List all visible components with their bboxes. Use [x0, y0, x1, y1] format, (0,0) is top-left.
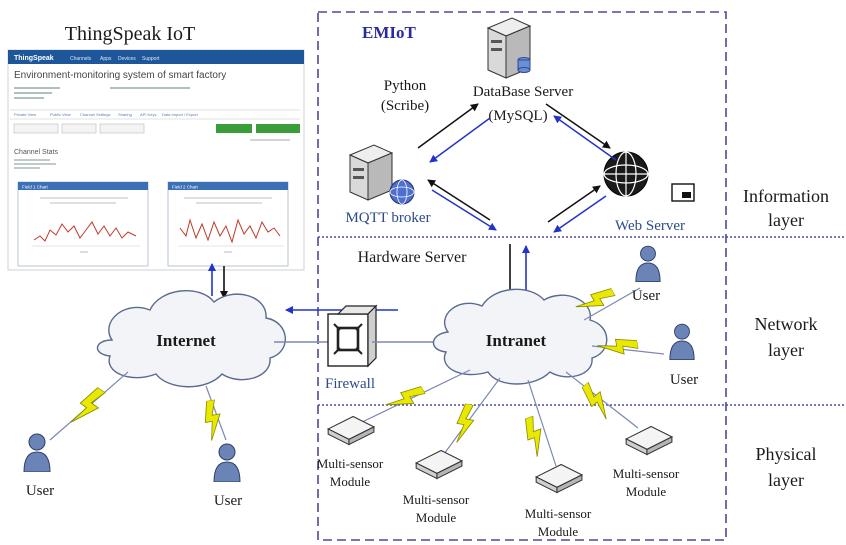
thingspeak-heading: ThingSpeak IoT: [65, 23, 196, 45]
internet-cloud: [96, 290, 286, 388]
link-intranet-user-top: [583, 287, 641, 321]
link-internet-user-bottom: [205, 385, 227, 441]
module-4-line2: Module: [626, 484, 667, 499]
user-label-bottom: User: [214, 493, 242, 509]
ts-nav-support[interactable]: Support: [142, 56, 160, 62]
web-server-label: Web Server: [615, 218, 685, 234]
ts-nav-apps[interactable]: Apps: [100, 56, 112, 62]
ts-tab-api-keys[interactable]: API Keys: [140, 112, 156, 117]
internet-label: Internet: [156, 331, 216, 350]
link-intranet-module-2: [443, 377, 501, 455]
module-1-line1: Multi-sensor: [317, 456, 384, 471]
database-server-label: DataBase Server: [473, 84, 573, 100]
mqtt-broker-label: MQTT broker: [345, 210, 430, 226]
ts-chart1-title: Field 1 Chart: [22, 185, 49, 190]
sensor-module-icon: [625, 425, 673, 456]
mqtt-broker-icon: [348, 144, 415, 205]
link-intranet-module-3: [527, 379, 557, 467]
module-2-line2: Module: [416, 510, 457, 525]
scribe-label: (Scribe): [381, 98, 429, 114]
lightning-icon: [383, 381, 428, 417]
arrow-db-to-web: [545, 103, 611, 149]
ts-field-chart-1: Field 1 Chart: [17, 181, 149, 267]
ts-tab-private[interactable]: Private View: [14, 112, 36, 117]
user-icon: [669, 323, 695, 360]
ts-field-chart-2: Field 2 Chart: [167, 181, 289, 267]
lightning-icon: [520, 414, 550, 459]
ts-button-2[interactable]: [61, 123, 97, 134]
ts-tab-settings[interactable]: Channel Settings: [80, 112, 110, 117]
module-2-line1: Multi-sensor: [403, 492, 470, 507]
user-label-top-right: User: [632, 288, 660, 304]
layer-network-line2: layer: [768, 340, 804, 360]
lightning-icon: [577, 379, 617, 422]
arrow-hw-to-mqtt: [427, 179, 491, 221]
lightning-icon: [453, 402, 477, 446]
ts-tab-sharing[interactable]: Sharing: [118, 112, 132, 117]
ts-chart2-title: Field 2 Chart: [172, 185, 199, 190]
ts-channel-stats: Channel Stats: [14, 149, 58, 156]
arrow-mqtt-to-hw: [431, 189, 497, 231]
arrow-hw-to-web: [547, 185, 601, 223]
link-intranet-module-1: [357, 369, 471, 425]
ts-green-button-2[interactable]: [256, 124, 300, 133]
arrow-web-to-hw: [553, 195, 607, 233]
ts-button-1[interactable]: [13, 123, 59, 134]
emiot-boundary: [317, 11, 727, 541]
intranet-cloud: [432, 288, 608, 385]
arrow-mqtt-to-db: [417, 103, 479, 149]
arrow-web-to-db: [553, 115, 617, 161]
ts-tab-import-export[interactable]: Data Import / Export: [162, 112, 199, 117]
thingspeak-brand: ThingSpeak: [14, 55, 54, 62]
module-4-line1: Multi-sensor: [613, 466, 680, 481]
sensor-module-icon: [535, 463, 583, 494]
thingspeak-channel-title: Environment-monitoring system of smart f…: [14, 70, 226, 81]
layer-physical-line2: layer: [768, 470, 804, 490]
lightning-icon: [67, 383, 109, 431]
ts-tab-public[interactable]: Public View: [50, 112, 71, 117]
sensor-module-icon: [327, 415, 375, 446]
database-server-icon: [486, 17, 532, 79]
sensor-module-icon: [415, 449, 463, 480]
ts-nav-channels[interactable]: Channels: [70, 56, 92, 62]
user-label-left: User: [26, 483, 54, 499]
ts-green-button-1[interactable]: [216, 124, 252, 133]
firewall-label: Firewall: [325, 376, 375, 392]
lightning-icon: [201, 398, 225, 442]
ts-button-3[interactable]: [99, 123, 145, 134]
layer-information-line1: Information: [743, 186, 829, 206]
firewall-icon: [327, 304, 378, 368]
python-label: Python: [384, 78, 427, 94]
layer-physical-line1: Physical: [756, 444, 817, 464]
user-label-right: User: [670, 372, 698, 388]
intranet-label: Intranet: [486, 331, 547, 350]
arrow-db-to-mqtt: [429, 117, 491, 163]
emiot-title: EMIoT: [362, 23, 417, 42]
module-3-line1: Multi-sensor: [525, 506, 592, 521]
user-icon: [213, 443, 241, 482]
database-engine-label: (MySQL): [488, 108, 547, 124]
user-icon: [23, 433, 51, 472]
layer-information-line2: layer: [768, 210, 804, 230]
web-server-icon: [603, 151, 695, 202]
hardware-server-label: Hardware Server: [358, 249, 468, 266]
module-1-line2: Module: [330, 474, 371, 489]
module-3-line2: Module: [538, 524, 579, 539]
user-icon: [635, 245, 661, 282]
ts-nav-devices[interactable]: Devices: [118, 56, 136, 62]
layer-network-line1: Network: [755, 314, 818, 334]
thingspeak-screenshot: ThingSpeak Channels Apps Devices Support…: [7, 49, 305, 271]
thingspeak-navbar: [8, 50, 304, 64]
